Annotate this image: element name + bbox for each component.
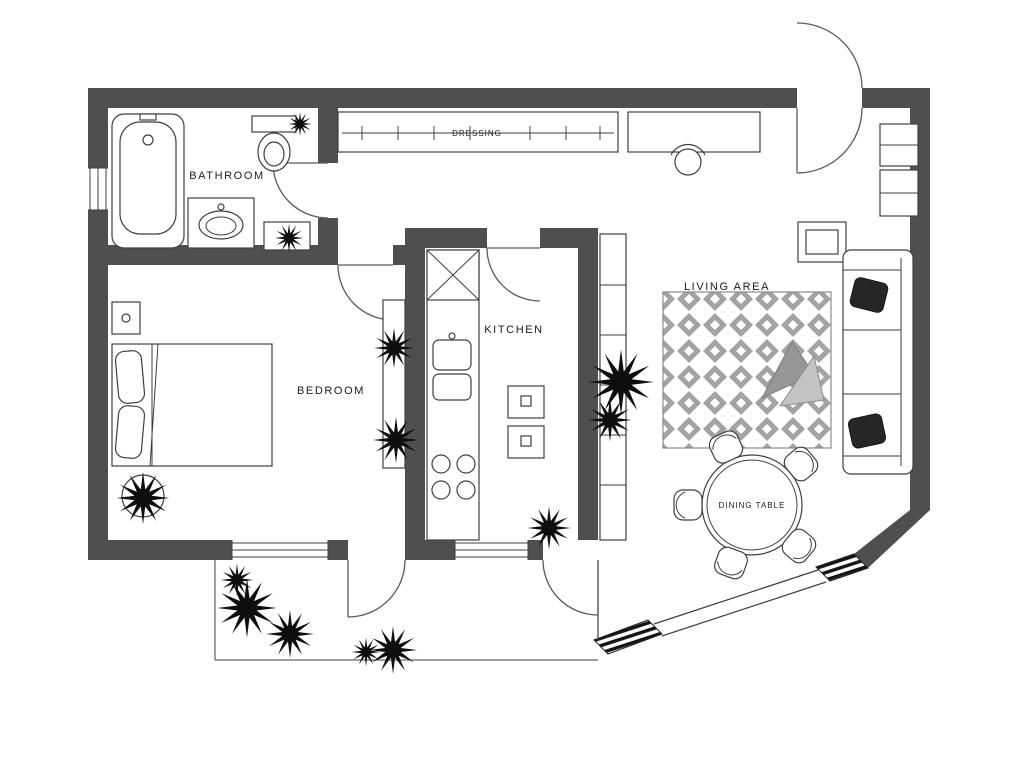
plant: [351, 637, 381, 667]
window-bedroom: [231, 540, 329, 560]
hatched-pier: [593, 619, 663, 655]
plant: [588, 349, 654, 415]
living-area-label: LIVING AREA: [684, 281, 770, 293]
stove: [431, 454, 476, 500]
sofa-pillow: [849, 277, 889, 313]
door-living-terrace: [542, 559, 599, 616]
door-entrance: [796, 22, 863, 174]
glazed-wall: [653, 569, 827, 637]
dining-chair: [673, 489, 703, 521]
desk-chair: [670, 143, 706, 176]
dressing-label: DRESSING: [452, 129, 502, 138]
plant: [369, 626, 417, 674]
bedroom-label: BEDROOM: [297, 385, 365, 397]
kitchen-label: KITCHEN: [484, 324, 543, 336]
kitchen-sink: [432, 332, 472, 401]
toilet: [251, 115, 297, 172]
window-kitchen: [454, 540, 529, 560]
bed-pillow: [114, 405, 146, 459]
door-bathroom: [272, 162, 329, 219]
bathroom-label: BATHROOM: [189, 170, 265, 182]
plant: [266, 610, 314, 658]
kitchen-island: [507, 385, 545, 459]
nightstand: [111, 301, 141, 335]
angled-wall: [854, 510, 930, 568]
vanity-sink: [187, 197, 255, 249]
dining-table-label: DINING TABLE: [719, 501, 786, 510]
plant: [116, 471, 170, 525]
bed-pillow: [114, 350, 146, 404]
window-bathroom-left: [88, 167, 108, 211]
tv-console: [797, 221, 847, 263]
fridge: [426, 249, 480, 301]
terrace-outline: [214, 560, 599, 661]
dining-table: [701, 454, 803, 556]
bed: [111, 343, 273, 467]
entry-closet: [879, 123, 919, 217]
wardrobe: [337, 111, 619, 153]
sofa-pillow: [847, 413, 887, 449]
bathtub: [111, 113, 185, 249]
hatched-pier: [815, 553, 869, 582]
lounge-chair: [760, 341, 825, 407]
door-bedroom-terrace: [347, 559, 406, 618]
plant: [217, 578, 277, 638]
door-kitchen: [486, 247, 541, 302]
desk: [627, 111, 761, 153]
